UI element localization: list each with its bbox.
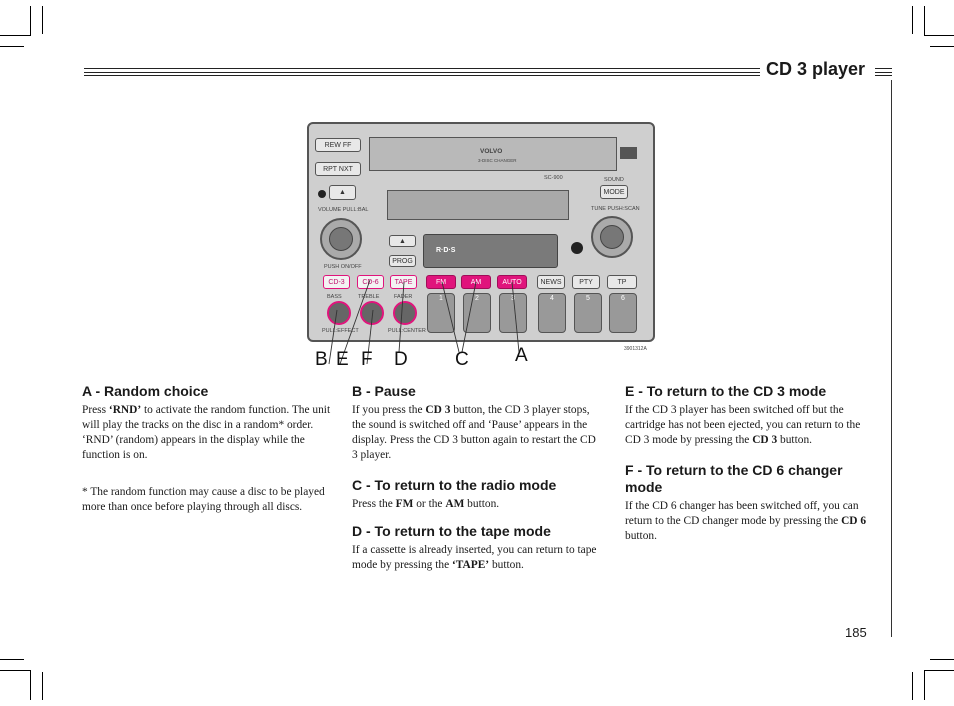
sound-label: SOUND bbox=[604, 177, 624, 183]
tp-button[interactable]: TP bbox=[607, 275, 637, 289]
section-d-text: If a cassette is already inserted, you c… bbox=[352, 544, 597, 571]
section-d-heading: D - To return to the tape mode bbox=[352, 523, 551, 539]
eject-button[interactable]: ▲ bbox=[329, 185, 356, 200]
section-a-heading: A - Random choice bbox=[82, 383, 209, 399]
callout-a: A bbox=[515, 345, 528, 366]
brand-logo: VOLVO bbox=[480, 148, 503, 155]
cd3-button[interactable]: CD-3 bbox=[323, 275, 350, 289]
fader-knob[interactable] bbox=[393, 301, 417, 325]
section-e: E - To return to the CD 3 mode If the CD… bbox=[625, 383, 875, 544]
callout-e: E bbox=[336, 349, 349, 370]
header-rule-right bbox=[875, 68, 892, 77]
sensor-dot bbox=[571, 242, 583, 254]
section-e-heading: E - To return to the CD 3 mode bbox=[625, 383, 827, 399]
preset-button[interactable]: 1 bbox=[427, 293, 455, 333]
header-rule bbox=[84, 68, 760, 77]
display-window bbox=[387, 190, 569, 220]
section-b-text: If you press the CD 3 button, the CD 3 p… bbox=[352, 404, 596, 461]
preset-button[interactable]: 4 bbox=[538, 293, 566, 333]
preset-button[interactable]: 5 bbox=[574, 293, 602, 333]
push-onoff-label: PUSH ON/OFF bbox=[324, 264, 362, 270]
news-button[interactable]: NEWS bbox=[537, 275, 565, 289]
callout-d: D bbox=[394, 349, 408, 370]
reference-code: 3901312A bbox=[624, 346, 647, 352]
model-label: SC-900 bbox=[544, 175, 563, 181]
section-b: B - Pause If you press the CD 3 button, … bbox=[352, 383, 602, 573]
tune-label: TUNE PUSH:SCAN bbox=[591, 206, 640, 212]
section-a-footnote: * The random function may cause a disc t… bbox=[82, 486, 325, 513]
pty-button[interactable]: PTY bbox=[572, 275, 600, 289]
volume-label: VOLUME PULL:BAL bbox=[318, 207, 369, 213]
volume-knob[interactable] bbox=[320, 218, 362, 260]
section-a-text: Press ‘RND’ to activate the random funct… bbox=[82, 404, 331, 461]
section-c-heading: C - To return to the radio mode bbox=[352, 477, 557, 493]
callout-f: F bbox=[361, 349, 373, 370]
section-f-text: If the CD 6 changer has been switched of… bbox=[625, 500, 867, 542]
pull-effect-label: PULL:EFFECT bbox=[322, 328, 359, 334]
treble-label: TREBLE bbox=[358, 294, 380, 300]
margin-rule bbox=[891, 80, 892, 637]
cassette-slot bbox=[423, 234, 558, 268]
section-e-text: If the CD 3 player has been switched off… bbox=[625, 404, 861, 446]
bass-knob[interactable] bbox=[327, 301, 351, 325]
rds-logo: R·D·S bbox=[436, 247, 456, 254]
rpt-nxt-button[interactable]: RPT NXT bbox=[315, 162, 361, 176]
section-a: A - Random choice Press ‘RND’ to activat… bbox=[82, 383, 334, 515]
section-b-heading: B - Pause bbox=[352, 383, 416, 399]
fm-button[interactable]: FM bbox=[426, 275, 456, 289]
pull-center-label: PULL:CENTER bbox=[388, 328, 426, 334]
cd-slot bbox=[369, 137, 617, 171]
cassette-eject-button[interactable]: ▲ bbox=[389, 235, 416, 247]
section-f-heading: F - To return to the CD 6 changer mode bbox=[625, 462, 843, 495]
prog-button[interactable]: PROG bbox=[389, 255, 416, 267]
callout-b: B bbox=[315, 349, 328, 370]
changer-label: 3-DISC CHANGER bbox=[478, 158, 517, 163]
section-c-text: Press the FM or the AM button. bbox=[352, 498, 500, 510]
bass-label: BASS bbox=[327, 294, 342, 300]
preset-button[interactable]: 6 bbox=[609, 293, 637, 333]
tune-knob[interactable] bbox=[591, 216, 633, 258]
rew-ff-button[interactable]: REW FF bbox=[315, 138, 361, 152]
cd6-button[interactable]: CD-6 bbox=[357, 275, 384, 289]
indicator-dot bbox=[318, 190, 326, 198]
sound-mode-button[interactable]: MODE bbox=[600, 185, 628, 199]
callout-c: C bbox=[455, 349, 469, 370]
preset-button[interactable]: 2 bbox=[463, 293, 491, 333]
preset-button[interactable]: 3 bbox=[499, 293, 527, 333]
disc-logo-icon bbox=[620, 147, 637, 159]
page-title: CD 3 player bbox=[766, 59, 866, 79]
page-number: 185 bbox=[845, 625, 867, 640]
